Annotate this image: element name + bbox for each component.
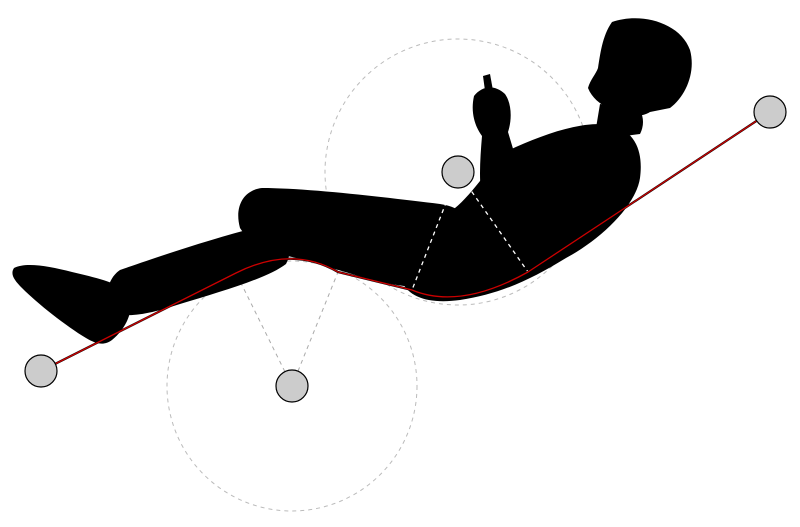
radius-line bbox=[291, 271, 339, 387]
radius-line bbox=[235, 272, 293, 387]
control-points[interactable] bbox=[24, 95, 787, 403]
control-point-end[interactable] bbox=[753, 95, 787, 129]
radius-lines-upper bbox=[411, 171, 529, 291]
thigh-shape bbox=[238, 188, 473, 287]
control-point-lower-center[interactable] bbox=[275, 369, 309, 403]
foot-shape bbox=[12, 265, 131, 344]
phone-shape bbox=[483, 74, 494, 98]
radius-line bbox=[411, 171, 459, 291]
lower-leg-shape bbox=[107, 225, 290, 316]
head-shape bbox=[588, 18, 692, 116]
control-point-start[interactable] bbox=[24, 354, 58, 388]
reclining-person-silhouette-icon bbox=[12, 18, 692, 344]
control-point-upper-center[interactable] bbox=[441, 155, 475, 189]
seat-curve bbox=[39, 110, 772, 373]
seat-curve-line bbox=[40, 111, 771, 372]
arm-shape bbox=[472, 87, 515, 206]
radius-lines-lower bbox=[235, 271, 339, 387]
guide-circle-lower bbox=[166, 260, 418, 512]
